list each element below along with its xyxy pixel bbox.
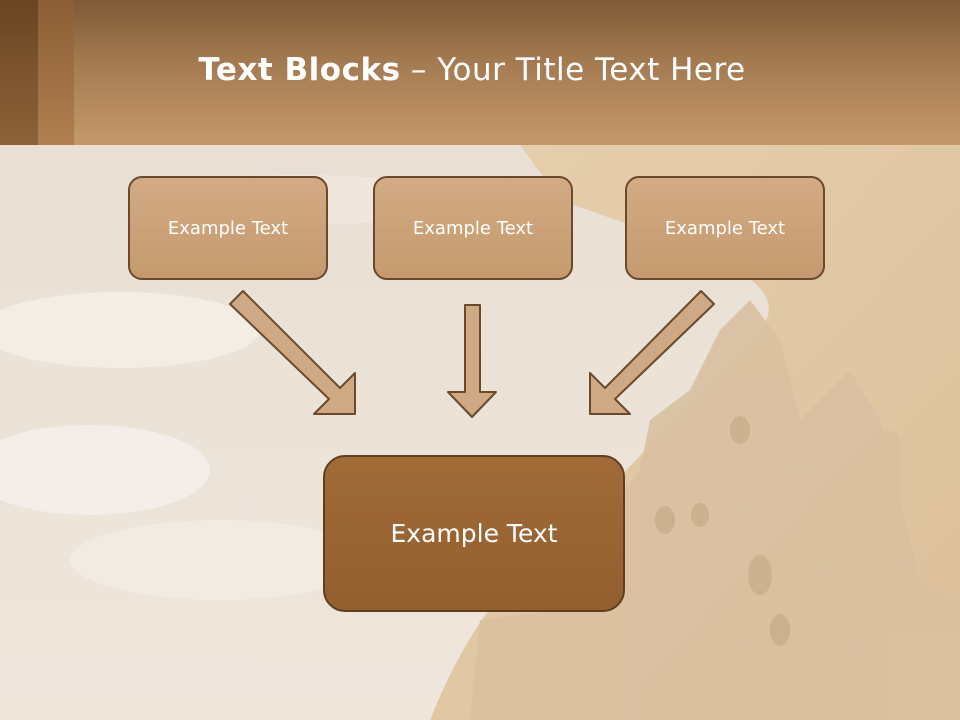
- text-block-bottom[interactable]: Example Text: [323, 455, 625, 612]
- title-banner: [0, 0, 960, 145]
- title-dash: –: [400, 52, 438, 88]
- banner-accent-stripe: [0, 0, 38, 145]
- slide-title[interactable]: Text Blocks – Your Title Text Here: [0, 52, 944, 88]
- banner-accent-stripe-light: [38, 0, 74, 145]
- text-block-left[interactable]: Example Text: [128, 176, 328, 280]
- title-bold-part: Text Blocks: [198, 52, 401, 88]
- text-block-right[interactable]: Example Text: [625, 176, 825, 280]
- title-rest-part: Your Title Text Here: [437, 52, 746, 88]
- text-block-middle[interactable]: Example Text: [373, 176, 573, 280]
